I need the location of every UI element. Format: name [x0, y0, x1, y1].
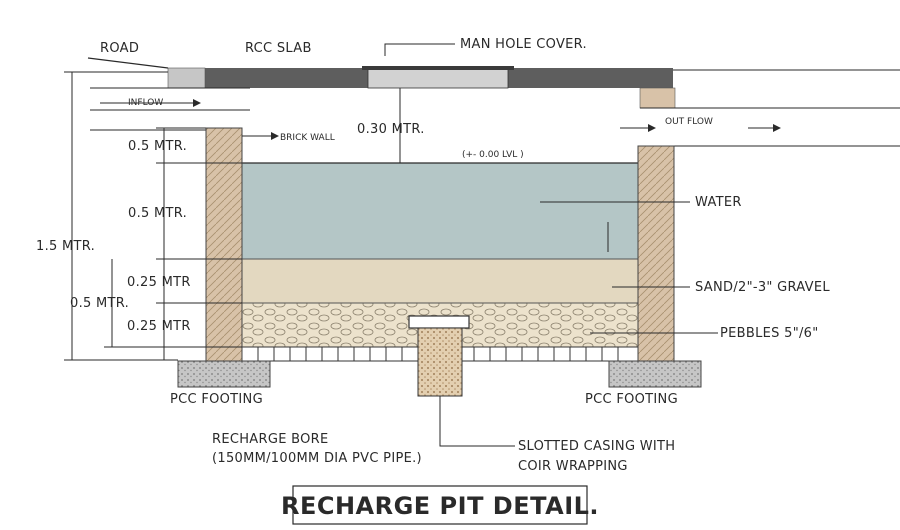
dim-030-label: 0.30 MTR.: [357, 122, 425, 137]
rcc-slab: [167, 66, 673, 89]
manhole-cover: [367, 67, 509, 89]
inflow-pipe: [90, 87, 250, 131]
dimension-lines: [64, 71, 609, 361]
brick-wall-label: BRICK WALL: [280, 133, 335, 143]
rcc-slab-label: RCC SLAB: [245, 41, 312, 56]
road-surface: [87, 57, 900, 71]
recharge-bore-label: RECHARGE BORE: [212, 432, 329, 447]
water-layer: [242, 163, 638, 259]
outflow-pipe: [620, 87, 900, 147]
slotted-casing-label: SLOTTED CASING WITH: [518, 439, 675, 454]
manhole-cover-label: MAN HOLE COVER.: [460, 37, 587, 52]
pcc-footing-left: [177, 360, 271, 388]
inflow-label: INFLOW: [128, 98, 163, 108]
recharge-bore-spec-label: (150MM/100MM DIA PVC PIPE.): [212, 451, 422, 466]
recharge-bore: [408, 315, 470, 397]
sand-gravel-layer: [242, 259, 638, 303]
dim-05-low-label: 0.5 MTR.: [70, 296, 129, 311]
dim-05-mid-label: 0.5 MTR.: [128, 206, 187, 221]
dim-025-top-label: 0.25 MTR: [127, 275, 191, 290]
title-box: [292, 485, 588, 525]
road-label: ROAD: [100, 41, 139, 56]
water-label: WATER: [695, 195, 742, 210]
dim-15-label: 1.5 MTR.: [36, 239, 95, 254]
sand-gravel-label: SAND/2"-3" GRAVEL: [695, 280, 830, 295]
pcc-footing-left-label: PCC FOOTING: [170, 392, 263, 407]
level-label: (+- 0.00 LVL ): [462, 150, 524, 160]
diagram-title: RECHARGE PIT DETAIL.: [281, 492, 599, 520]
coir-wrapping-label: COIR WRAPPING: [518, 459, 628, 474]
outflow-label: OUT FLOW: [665, 117, 713, 127]
dim-025-bot-label: 0.25 MTR: [127, 319, 191, 334]
pcc-footing-right: [608, 360, 702, 388]
leader-lines: [242, 43, 718, 447]
brick-wall-right: [637, 145, 675, 362]
pcc-footing-right-label: PCC FOOTING: [585, 392, 678, 407]
dim-05-top-label: 0.5 MTR.: [128, 139, 187, 154]
pebbles-label: PEBBLES 5"/6": [720, 326, 819, 341]
